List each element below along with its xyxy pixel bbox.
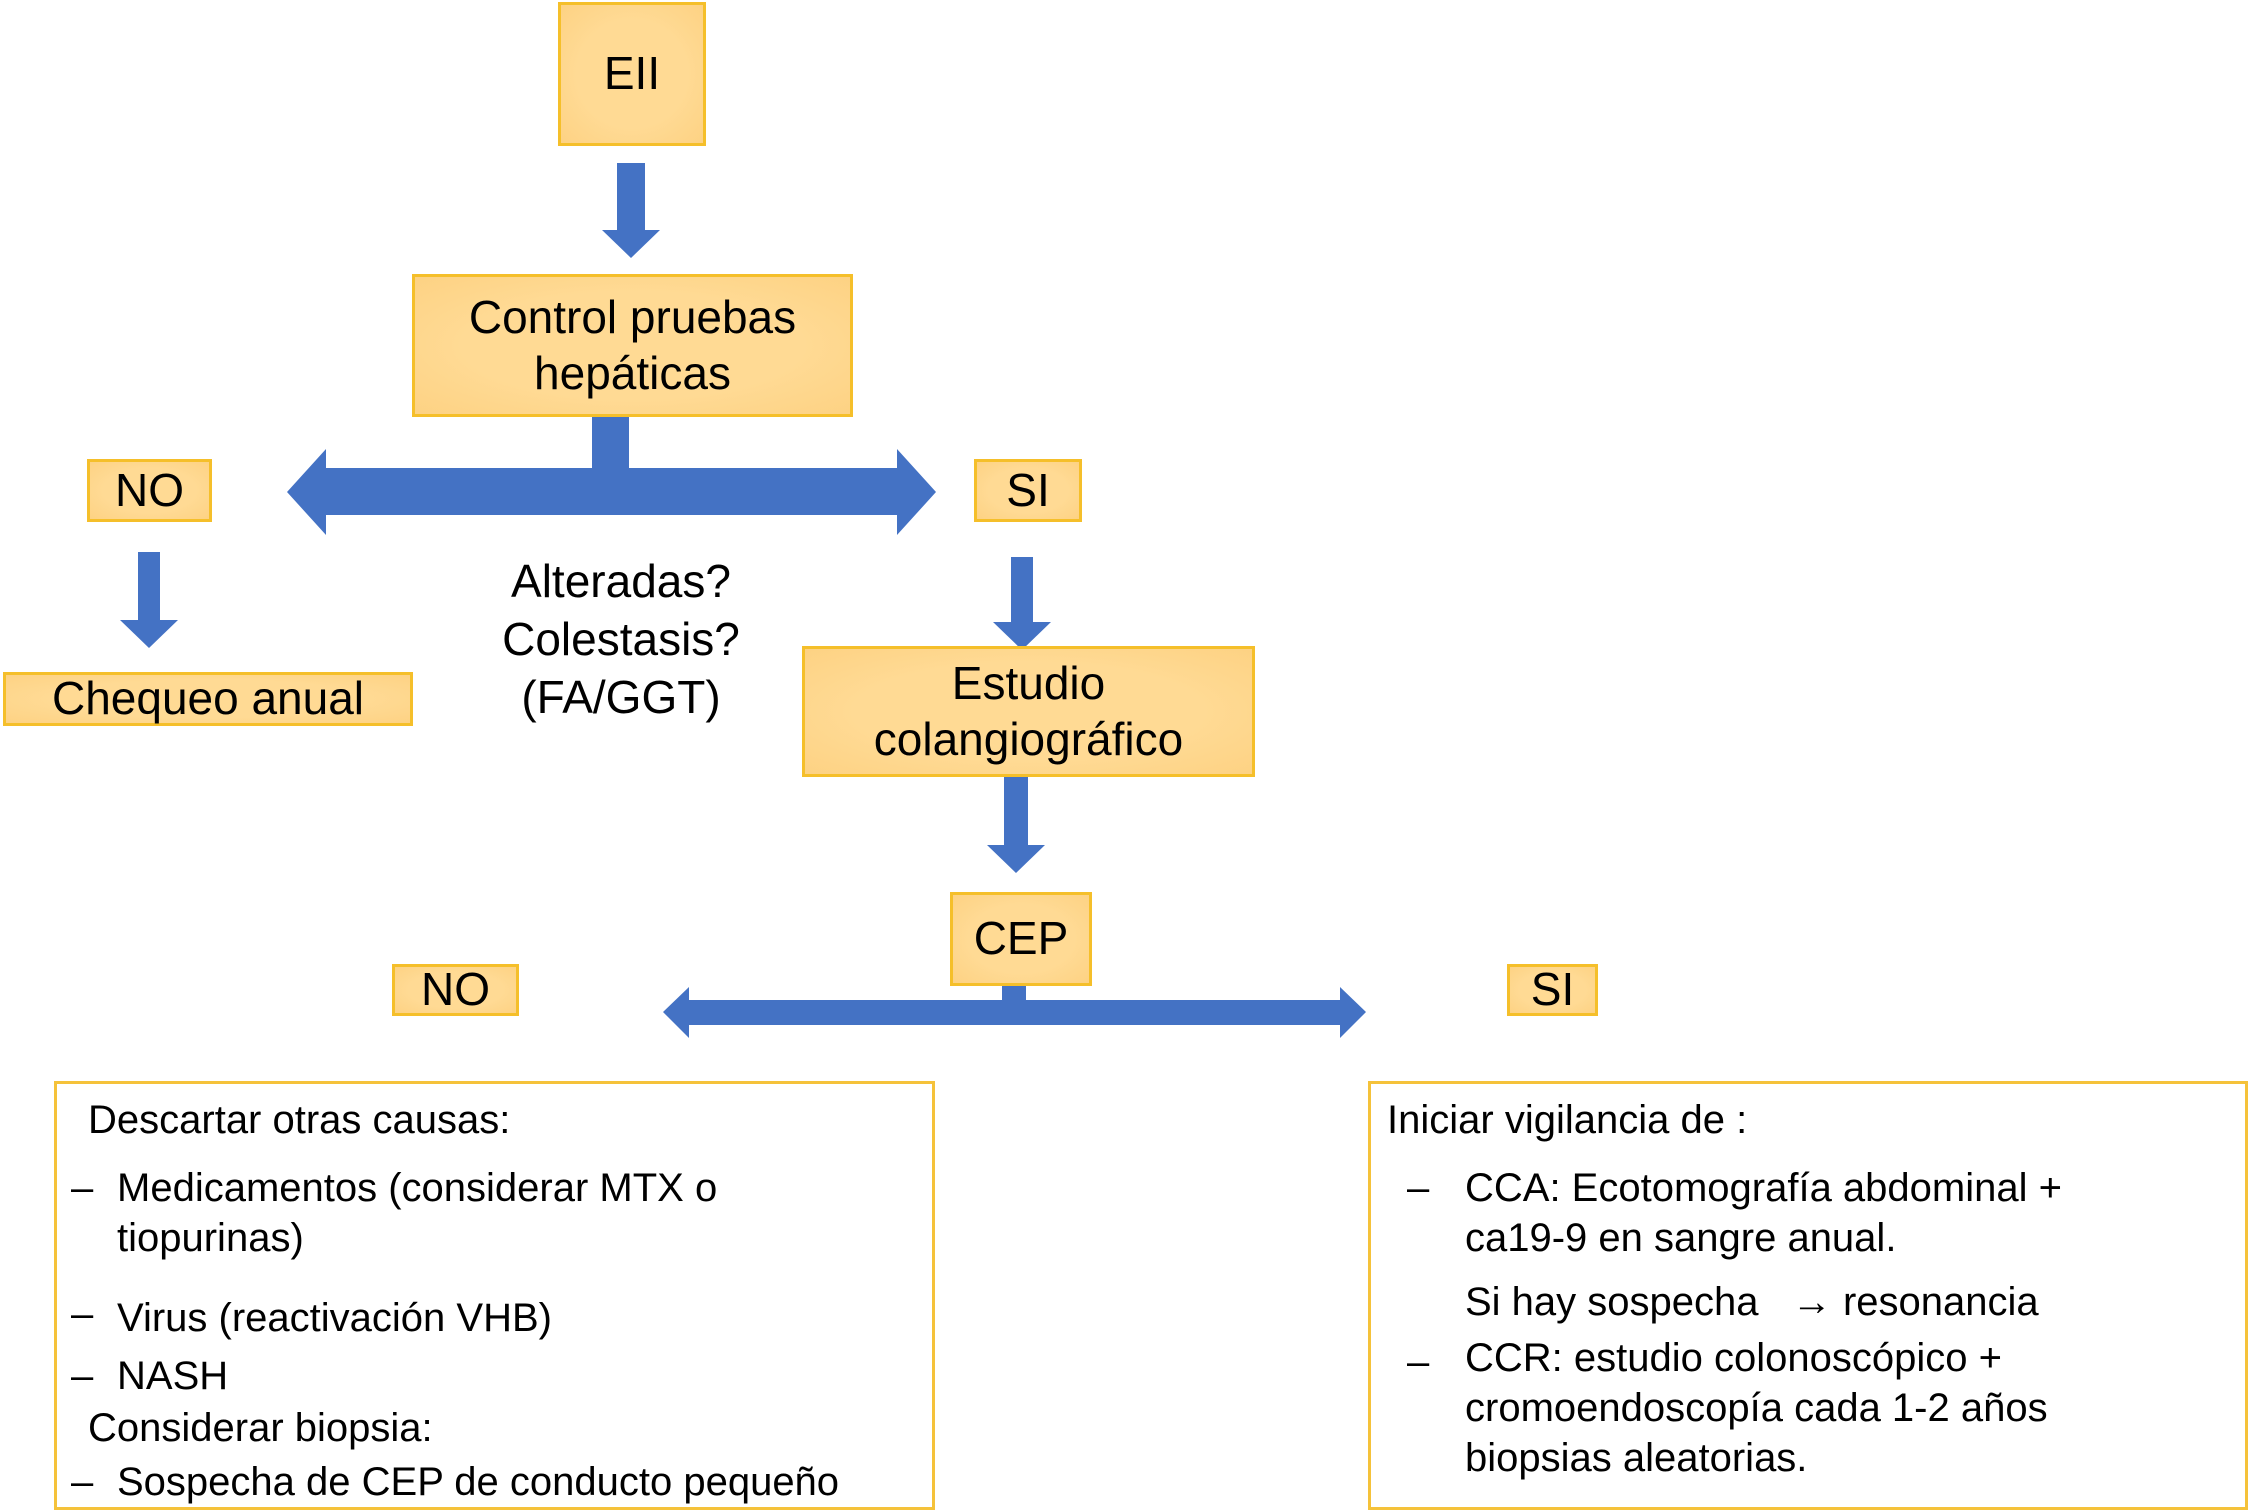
question-line-1: Alteradas?: [511, 555, 731, 607]
right-item-3-line1: CCR: estudio colonoscópico +: [1465, 1336, 2002, 1380]
node-eii: EII: [558, 2, 706, 146]
node-si-1-label: SI: [1006, 463, 1050, 516]
right-item-3-bullet: –: [1407, 1340, 1430, 1384]
node-control-line2: hepáticas: [534, 346, 731, 399]
node-no-2-label: NO: [421, 963, 490, 1016]
left-item-2-line1: Virus (reactivación VHB): [117, 1296, 552, 1340]
left-item-3-bullet: –: [71, 1354, 94, 1398]
right-panel-title: Iniciar vigilancia de :: [1387, 1098, 1748, 1142]
right-item-3-line2: cromoendoscopía cada 1-2 años: [1465, 1386, 2048, 1430]
double-arrow-control-branch: [287, 416, 936, 535]
panel-descartar-causas: Descartar otras causas: – Medicamentos (…: [54, 1081, 935, 1510]
right-item-1-bullet: –: [1407, 1166, 1430, 1210]
node-estudio-line2: colangiográfico: [873, 712, 1184, 765]
node-eii-label: EII: [603, 47, 661, 100]
right-item-3-line3: biopsias aleatorias.: [1465, 1436, 1808, 1480]
node-estudio-line1: Estudio: [951, 657, 1106, 710]
arrow-down-no-to-chequeo: [120, 552, 178, 648]
question-line-2: Colestasis?: [502, 613, 740, 665]
node-chequeo-label: Chequeo anual: [51, 672, 365, 725]
left-panel-subtitle: Considerar biopsia:: [88, 1406, 433, 1450]
node-no-1: NO: [87, 459, 212, 522]
left-subitem-1-bullet: –: [71, 1460, 94, 1504]
node-cep-label: CEP: [973, 912, 1069, 965]
panel-iniciar-vigilancia: Iniciar vigilancia de : – CCA: Ecotomogr…: [1368, 1081, 2248, 1510]
arrow-down-estudio-to-cep: [987, 776, 1045, 873]
arrow-down-si-to-estudio: [993, 557, 1051, 650]
left-item-1-line2: tiopurinas): [117, 1216, 304, 1260]
node-control-line1: Control pruebas: [468, 291, 797, 344]
node-si-2-label: SI: [1530, 963, 1575, 1016]
right-item-2-line1: Si hay sospecha → resonancia: [1465, 1280, 2039, 1324]
node-control-pruebas: Control pruebas hepáticas: [412, 274, 853, 417]
node-si-2: SI: [1507, 963, 1598, 1016]
left-item-1-bullet: –: [71, 1166, 94, 1210]
node-no-1-label: NO: [115, 463, 184, 516]
node-no-2: NO: [392, 963, 519, 1016]
node-si-1: SI: [974, 459, 1082, 522]
node-estudio-colangiografico: Estudio colangiográfico: [802, 646, 1255, 777]
right-item-1-line1: CCA: Ecotomografía abdominal +: [1465, 1166, 2062, 1210]
double-arrow-cep-branch: [663, 986, 1366, 1038]
left-item-3-line1: NASH: [117, 1354, 229, 1398]
left-item-1-line1: Medicamentos (considerar MTX o: [117, 1166, 718, 1210]
left-panel-title: Descartar otras causas:: [88, 1098, 511, 1142]
left-item-2-bullet: –: [71, 1292, 94, 1336]
arrow-down-eii-to-control: [602, 163, 660, 258]
question-line-3: (FA/GGT): [521, 671, 721, 723]
left-subitem-1-line1: Sospecha de CEP de conducto pequeño: [117, 1460, 840, 1504]
branch-question: Alteradas? Colestasis? (FA/GGT): [440, 552, 802, 726]
node-chequeo-anual: Chequeo anual: [3, 672, 413, 726]
node-cep: CEP: [950, 892, 1092, 986]
right-item-1-line2: ca19-9 en sangre anual.: [1465, 1216, 1897, 1260]
